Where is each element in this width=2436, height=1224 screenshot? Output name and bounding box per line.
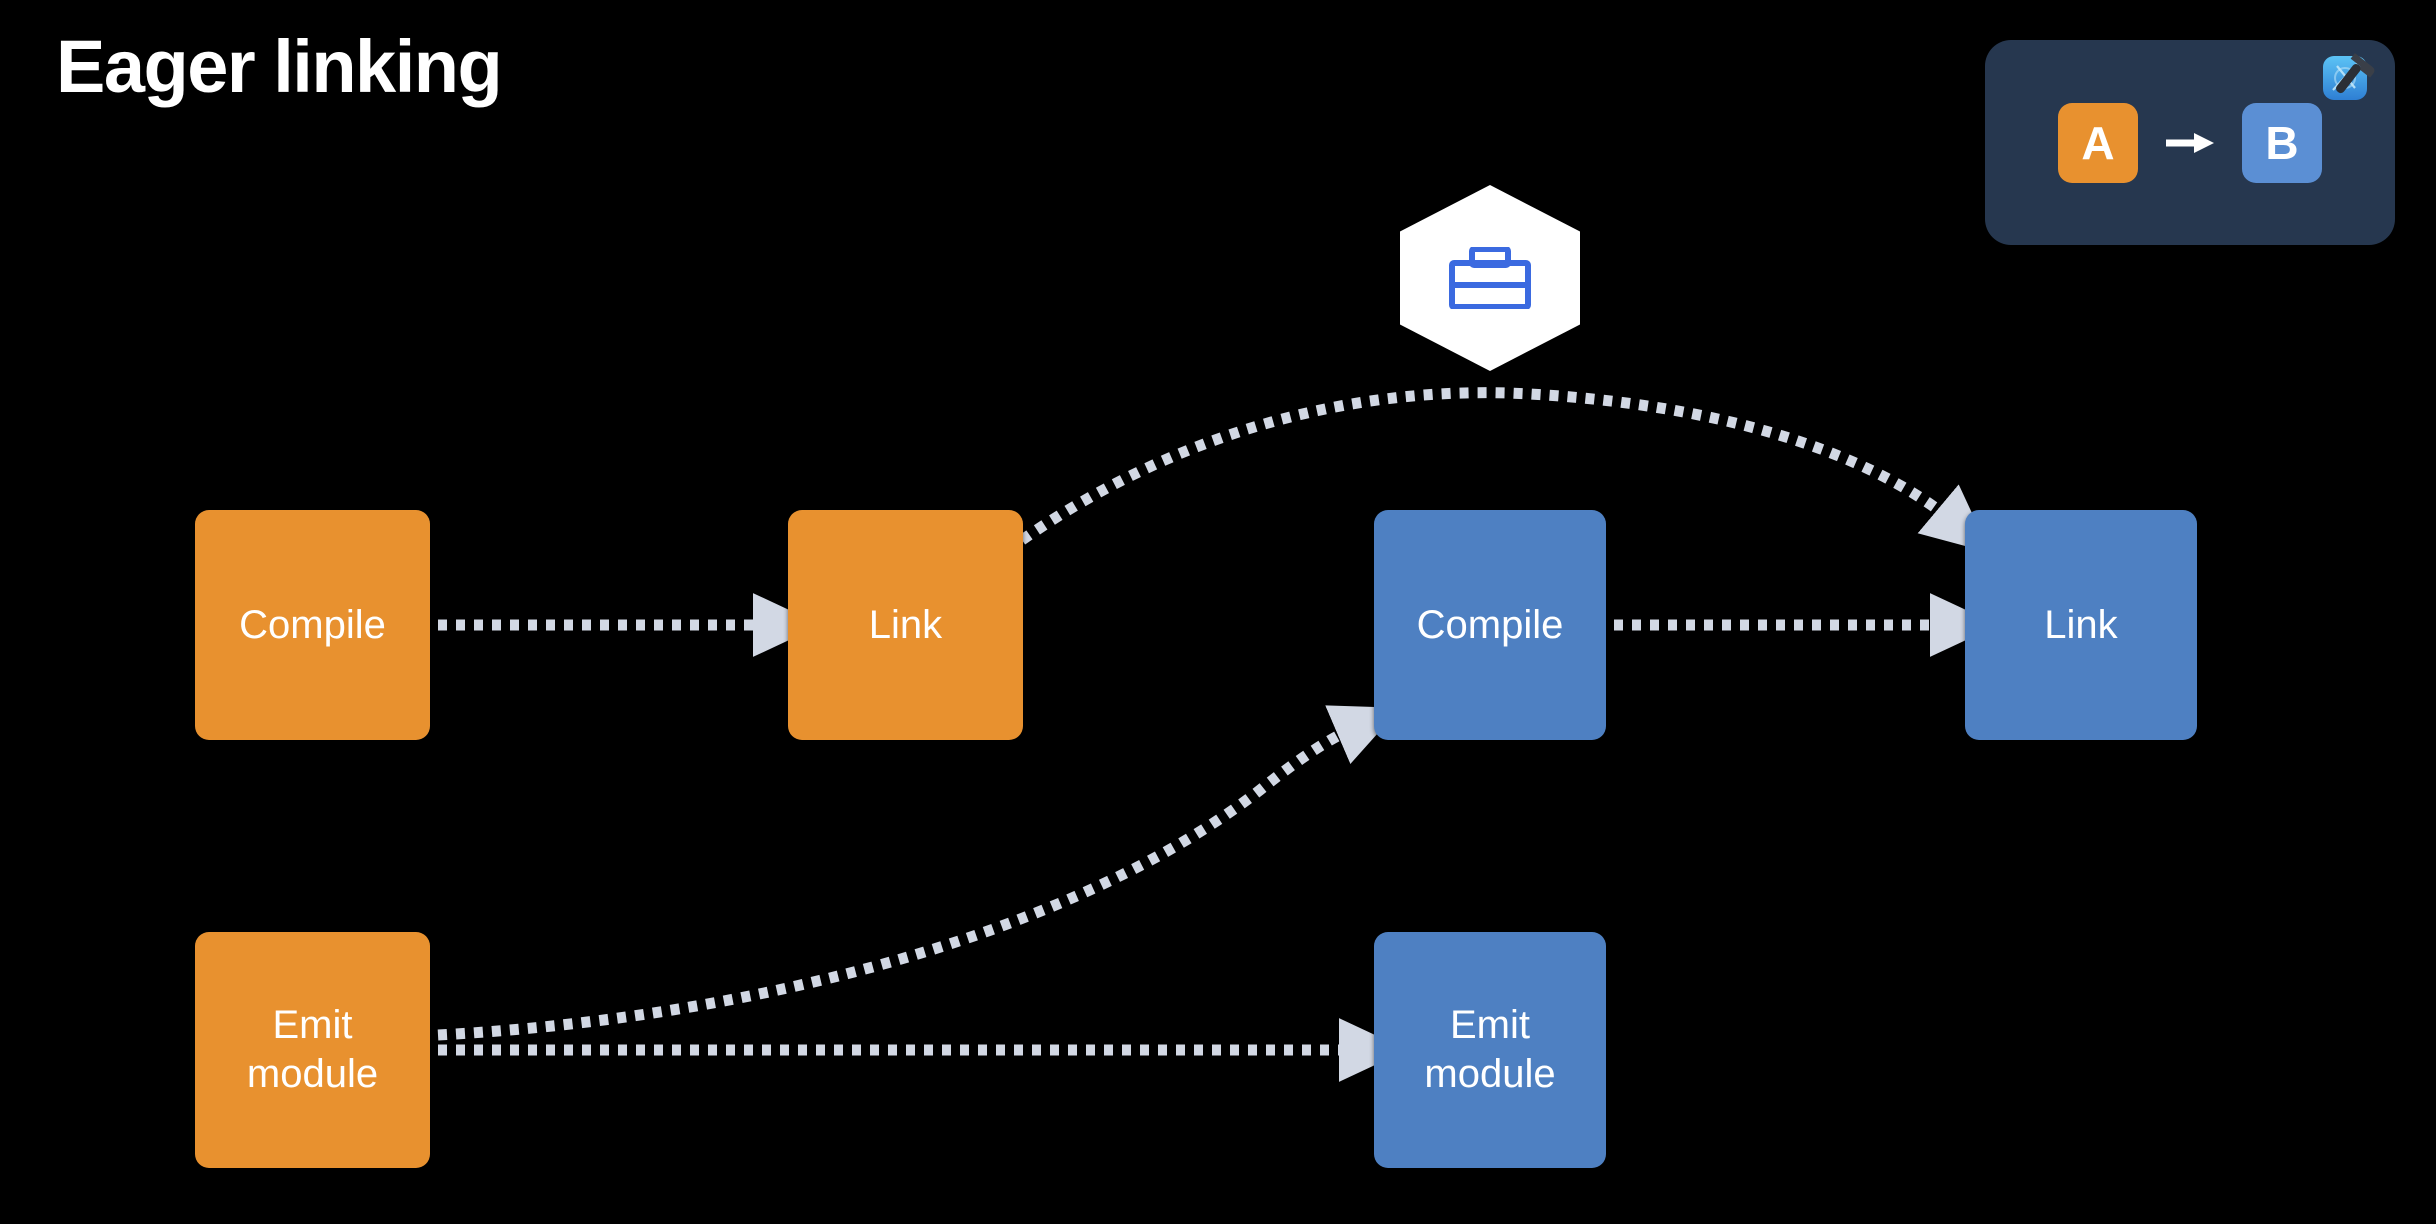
node-label: Link bbox=[2044, 602, 2118, 647]
arrow-right-icon bbox=[2166, 132, 2214, 153]
node-emit-module-a[interactable]: Emit module bbox=[195, 932, 430, 1168]
node-compile-b[interactable]: Compile bbox=[1374, 510, 1606, 740]
toolbox-marker bbox=[1400, 185, 1580, 371]
legend-panel: A B bbox=[1985, 40, 2395, 245]
node-label: Compile bbox=[239, 602, 386, 647]
node-compile-a[interactable]: Compile bbox=[195, 510, 430, 740]
page-title: Eager linking bbox=[56, 25, 503, 108]
node-label: Compile bbox=[1416, 602, 1564, 647]
edge-emit-module-a-to-compile-b bbox=[437, 705, 1401, 1041]
node-emit-module-b[interactable]: Emit module bbox=[1374, 932, 1606, 1168]
legend-chip-b: B bbox=[2242, 102, 2322, 183]
hexagon-shape bbox=[1400, 185, 1580, 371]
legend-row: A B bbox=[1985, 102, 2395, 183]
node-link-a[interactable]: Link bbox=[788, 510, 1023, 740]
legend-chip-a: A bbox=[2058, 102, 2138, 183]
node-label: Emit module bbox=[246, 1003, 379, 1096]
xcode-icon bbox=[2323, 53, 2375, 100]
toolbox-icon bbox=[1449, 247, 1531, 309]
node-link-b[interactable]: Link bbox=[1965, 510, 2197, 740]
node-label: Link bbox=[868, 602, 943, 647]
node-label: Emit module bbox=[1424, 1003, 1556, 1096]
